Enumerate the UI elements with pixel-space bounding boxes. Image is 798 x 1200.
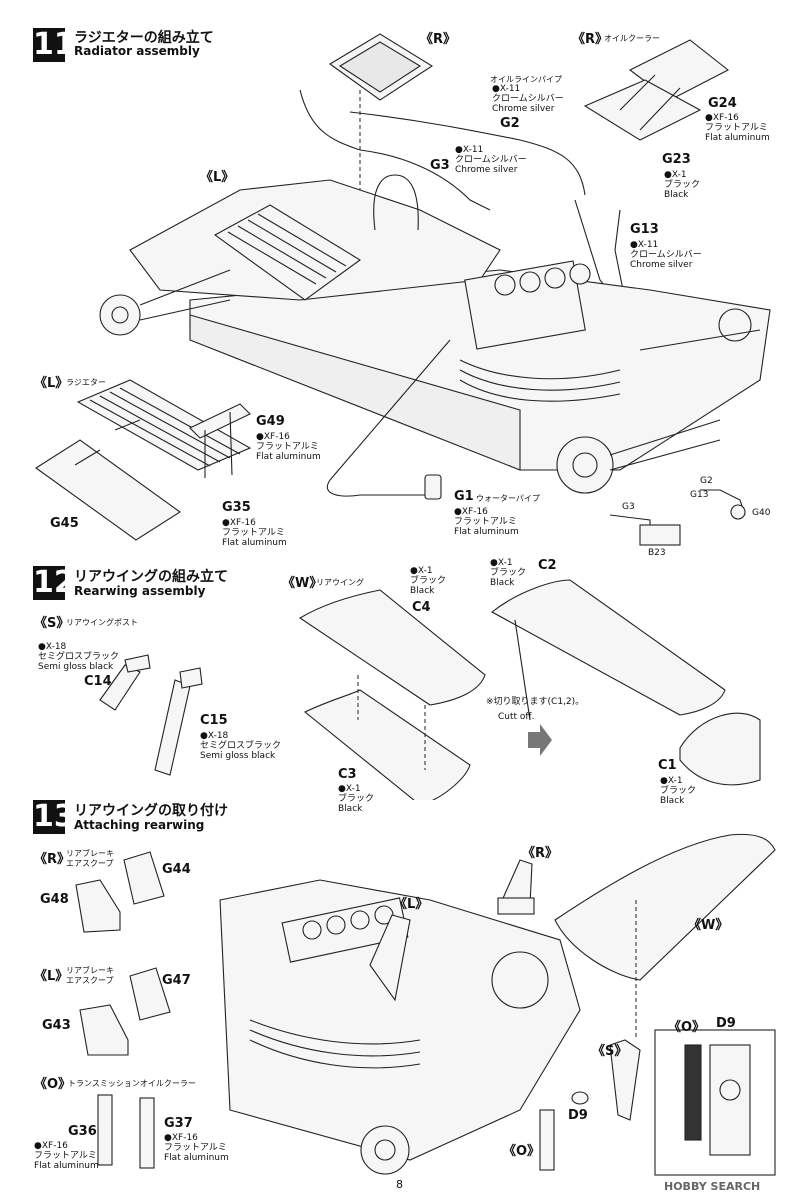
page-number: 8 bbox=[396, 1178, 403, 1191]
cut-off-note-en: Cutt off. bbox=[498, 712, 535, 722]
part-g13: G13 bbox=[630, 222, 659, 237]
part-c3: C3 bbox=[338, 767, 357, 782]
detail-g13: G13 bbox=[690, 490, 709, 500]
part-g23: G23 bbox=[662, 152, 691, 167]
step-13-number: 13 bbox=[33, 799, 75, 834]
group-w-wing-label: リアウイング bbox=[316, 578, 364, 587]
part-g43: G43 bbox=[42, 1018, 71, 1033]
main-group-l: 《L》 bbox=[394, 897, 429, 912]
group-w-wing: 《W》 bbox=[282, 576, 323, 591]
group-r-oil-cooler: 《R》 bbox=[572, 32, 609, 47]
part-g47: G47 bbox=[162, 973, 191, 988]
part-g2: G2 bbox=[500, 116, 520, 131]
group-o-cooler-label: トランスミッションオイルクーラー bbox=[68, 1079, 196, 1088]
oil-line-pipe-label: オイルラインパイプ bbox=[490, 75, 562, 84]
water-pipe-label: ウォーターパイプ bbox=[476, 494, 540, 503]
part-c4: C4 bbox=[412, 600, 431, 615]
group-r-scoop: 《R》 bbox=[34, 852, 71, 867]
part-g48: G48 bbox=[40, 892, 69, 907]
group-l-scoop: 《L》 bbox=[34, 969, 69, 984]
main-group-w: 《W》 bbox=[688, 918, 729, 933]
part-g35: G35 bbox=[222, 500, 251, 515]
group-l-scoop-label-1: リアブレーキ bbox=[66, 966, 114, 975]
group-s-post: 《S》 bbox=[34, 616, 70, 631]
watermark-brand: HOBBY SEARCH bbox=[664, 1180, 761, 1193]
part-c1: C1 bbox=[658, 758, 677, 773]
detail-g3: G3 bbox=[622, 502, 635, 512]
step-12-title-en: Rearwing assembly bbox=[74, 584, 206, 598]
part-g37: G37 bbox=[164, 1116, 193, 1131]
part-g24: G24 bbox=[708, 96, 737, 111]
detail-group-o: 《O》 bbox=[668, 1020, 706, 1035]
group-l-scoop-label-2: エアスクープ bbox=[66, 976, 114, 985]
detail-g40: G40 bbox=[752, 508, 771, 518]
step-11-title-jp: ラジエターの組み立て bbox=[74, 30, 214, 46]
part-d9: D9 bbox=[568, 1108, 588, 1123]
part-g44: G44 bbox=[162, 862, 191, 877]
main-group-s: 《S》 bbox=[592, 1044, 628, 1059]
group-r-scoop-label-1: リアブレーキ bbox=[66, 849, 114, 858]
radiator-assembly-drawing bbox=[35, 33, 771, 546]
part-c14: C14 bbox=[84, 674, 112, 689]
group-l-radiator-label: ラジエター bbox=[66, 378, 106, 387]
group-l-radiator: 《L》 bbox=[34, 376, 69, 391]
attaching-rearwing-drawing bbox=[75, 833, 776, 1176]
part-c15: C15 bbox=[200, 713, 228, 728]
part-g45: G45 bbox=[50, 516, 79, 531]
step-13-title-en: Attaching rearwing bbox=[74, 818, 205, 832]
cut-off-note-jp: ※切り取ります(C1,2)。 bbox=[486, 697, 585, 707]
main-group-o: 《O》 bbox=[503, 1144, 541, 1159]
part-g1: G1 bbox=[454, 489, 474, 504]
part-d9-detail: D9 bbox=[716, 1016, 736, 1031]
part-g49: G49 bbox=[256, 414, 285, 429]
detail-b23: B23 bbox=[648, 548, 666, 558]
step-12-title-jp: リアウイングの組み立て bbox=[74, 569, 228, 585]
main-group-r: 《R》 bbox=[522, 846, 559, 861]
group-r-radiator: 《R》 bbox=[420, 32, 457, 47]
group-r-oil-cooler-label: オイルクーラー bbox=[604, 34, 660, 43]
group-r-scoop-label-2: エアスクープ bbox=[66, 859, 114, 868]
part-g3: G3 bbox=[430, 158, 450, 173]
part-g36: G36 bbox=[68, 1124, 97, 1139]
detail-g2: G2 bbox=[700, 476, 713, 486]
group-o-cooler: 《O》 bbox=[34, 1077, 72, 1092]
group-s-post-label: リアウイングポスト bbox=[66, 618, 138, 627]
part-c2: C2 bbox=[538, 558, 557, 573]
step-11-title-en: Radiator assembly bbox=[74, 44, 200, 58]
step-13-title-jp: リアウイングの取り付け bbox=[74, 803, 228, 819]
group-l-on-car: 《L》 bbox=[200, 170, 235, 185]
rearwing-assembly-drawing bbox=[99, 579, 761, 800]
